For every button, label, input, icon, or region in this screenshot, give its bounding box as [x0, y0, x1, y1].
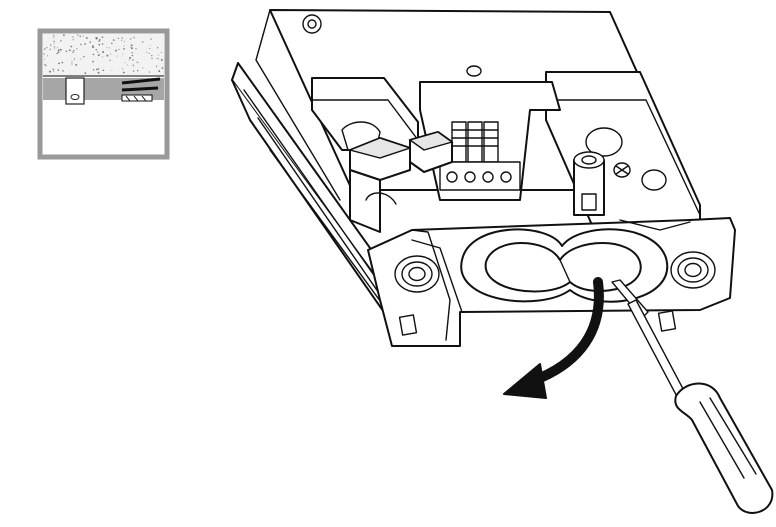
terminal-screws [439, 121, 521, 191]
inset-detail [37, 28, 170, 160]
left-mounting-hole-icon [394, 255, 440, 293]
rotation-arrow-icon [503, 277, 604, 399]
left-slot [398, 314, 418, 336]
right-slot [657, 310, 677, 332]
ceiling-speckles [43, 34, 164, 74]
ground-screw-icon [573, 151, 631, 216]
screwdriver-icon [611, 279, 774, 514]
inset-cables-icon [121, 77, 161, 102]
right-mounting-hole-icon [670, 251, 716, 289]
inset-mounting-tab [65, 77, 85, 105]
device-body [231, 9, 736, 347]
housing-right-block [545, 71, 701, 226]
inset-ceiling-texture [43, 34, 164, 75]
clamp-latches [347, 131, 454, 233]
